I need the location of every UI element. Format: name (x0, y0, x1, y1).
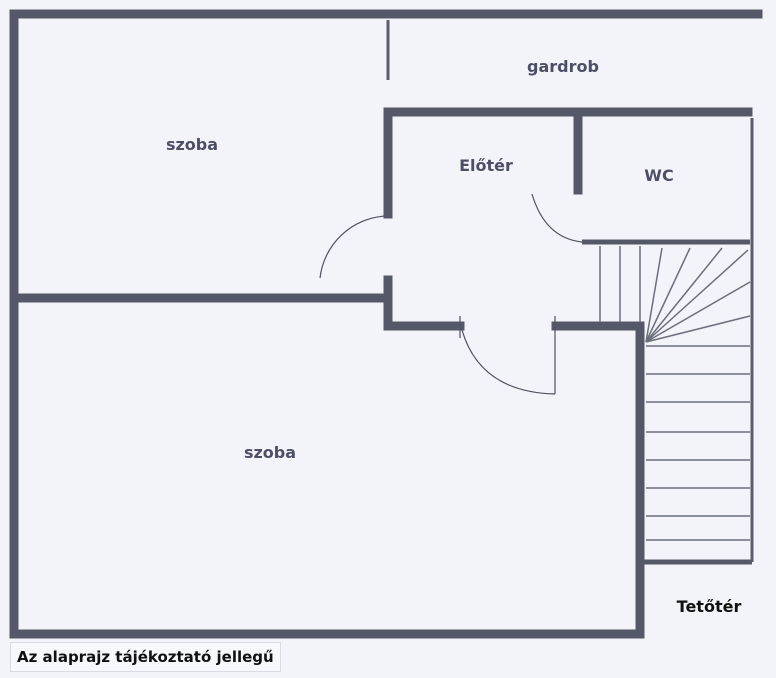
stair-step (645, 247, 691, 343)
room-label-teteter: Tetőtér (677, 597, 742, 616)
stair-step (645, 315, 751, 343)
interior-walls (13, 20, 754, 565)
stair-step (645, 247, 723, 343)
door-swing-top-room (319, 215, 387, 279)
staircase (599, 246, 751, 541)
stair-step (645, 281, 751, 343)
doors (319, 193, 583, 395)
room-label-wc: WC (644, 166, 673, 185)
stair-step (645, 247, 663, 343)
room-label-szoba-bottom: szoba (244, 443, 296, 462)
room-label-eloter: Előtér (459, 156, 513, 175)
door-swing-entry (461, 329, 556, 395)
outer-walls (9, 9, 763, 639)
room-label-gardrob: gardrob (527, 57, 599, 76)
door-swing-wc (531, 193, 583, 243)
room-label-szoba-top: szoba (166, 135, 218, 154)
stair-step (645, 249, 749, 343)
disclaimer-note: Az alaprajz tájékoztató jellegű (10, 642, 281, 672)
